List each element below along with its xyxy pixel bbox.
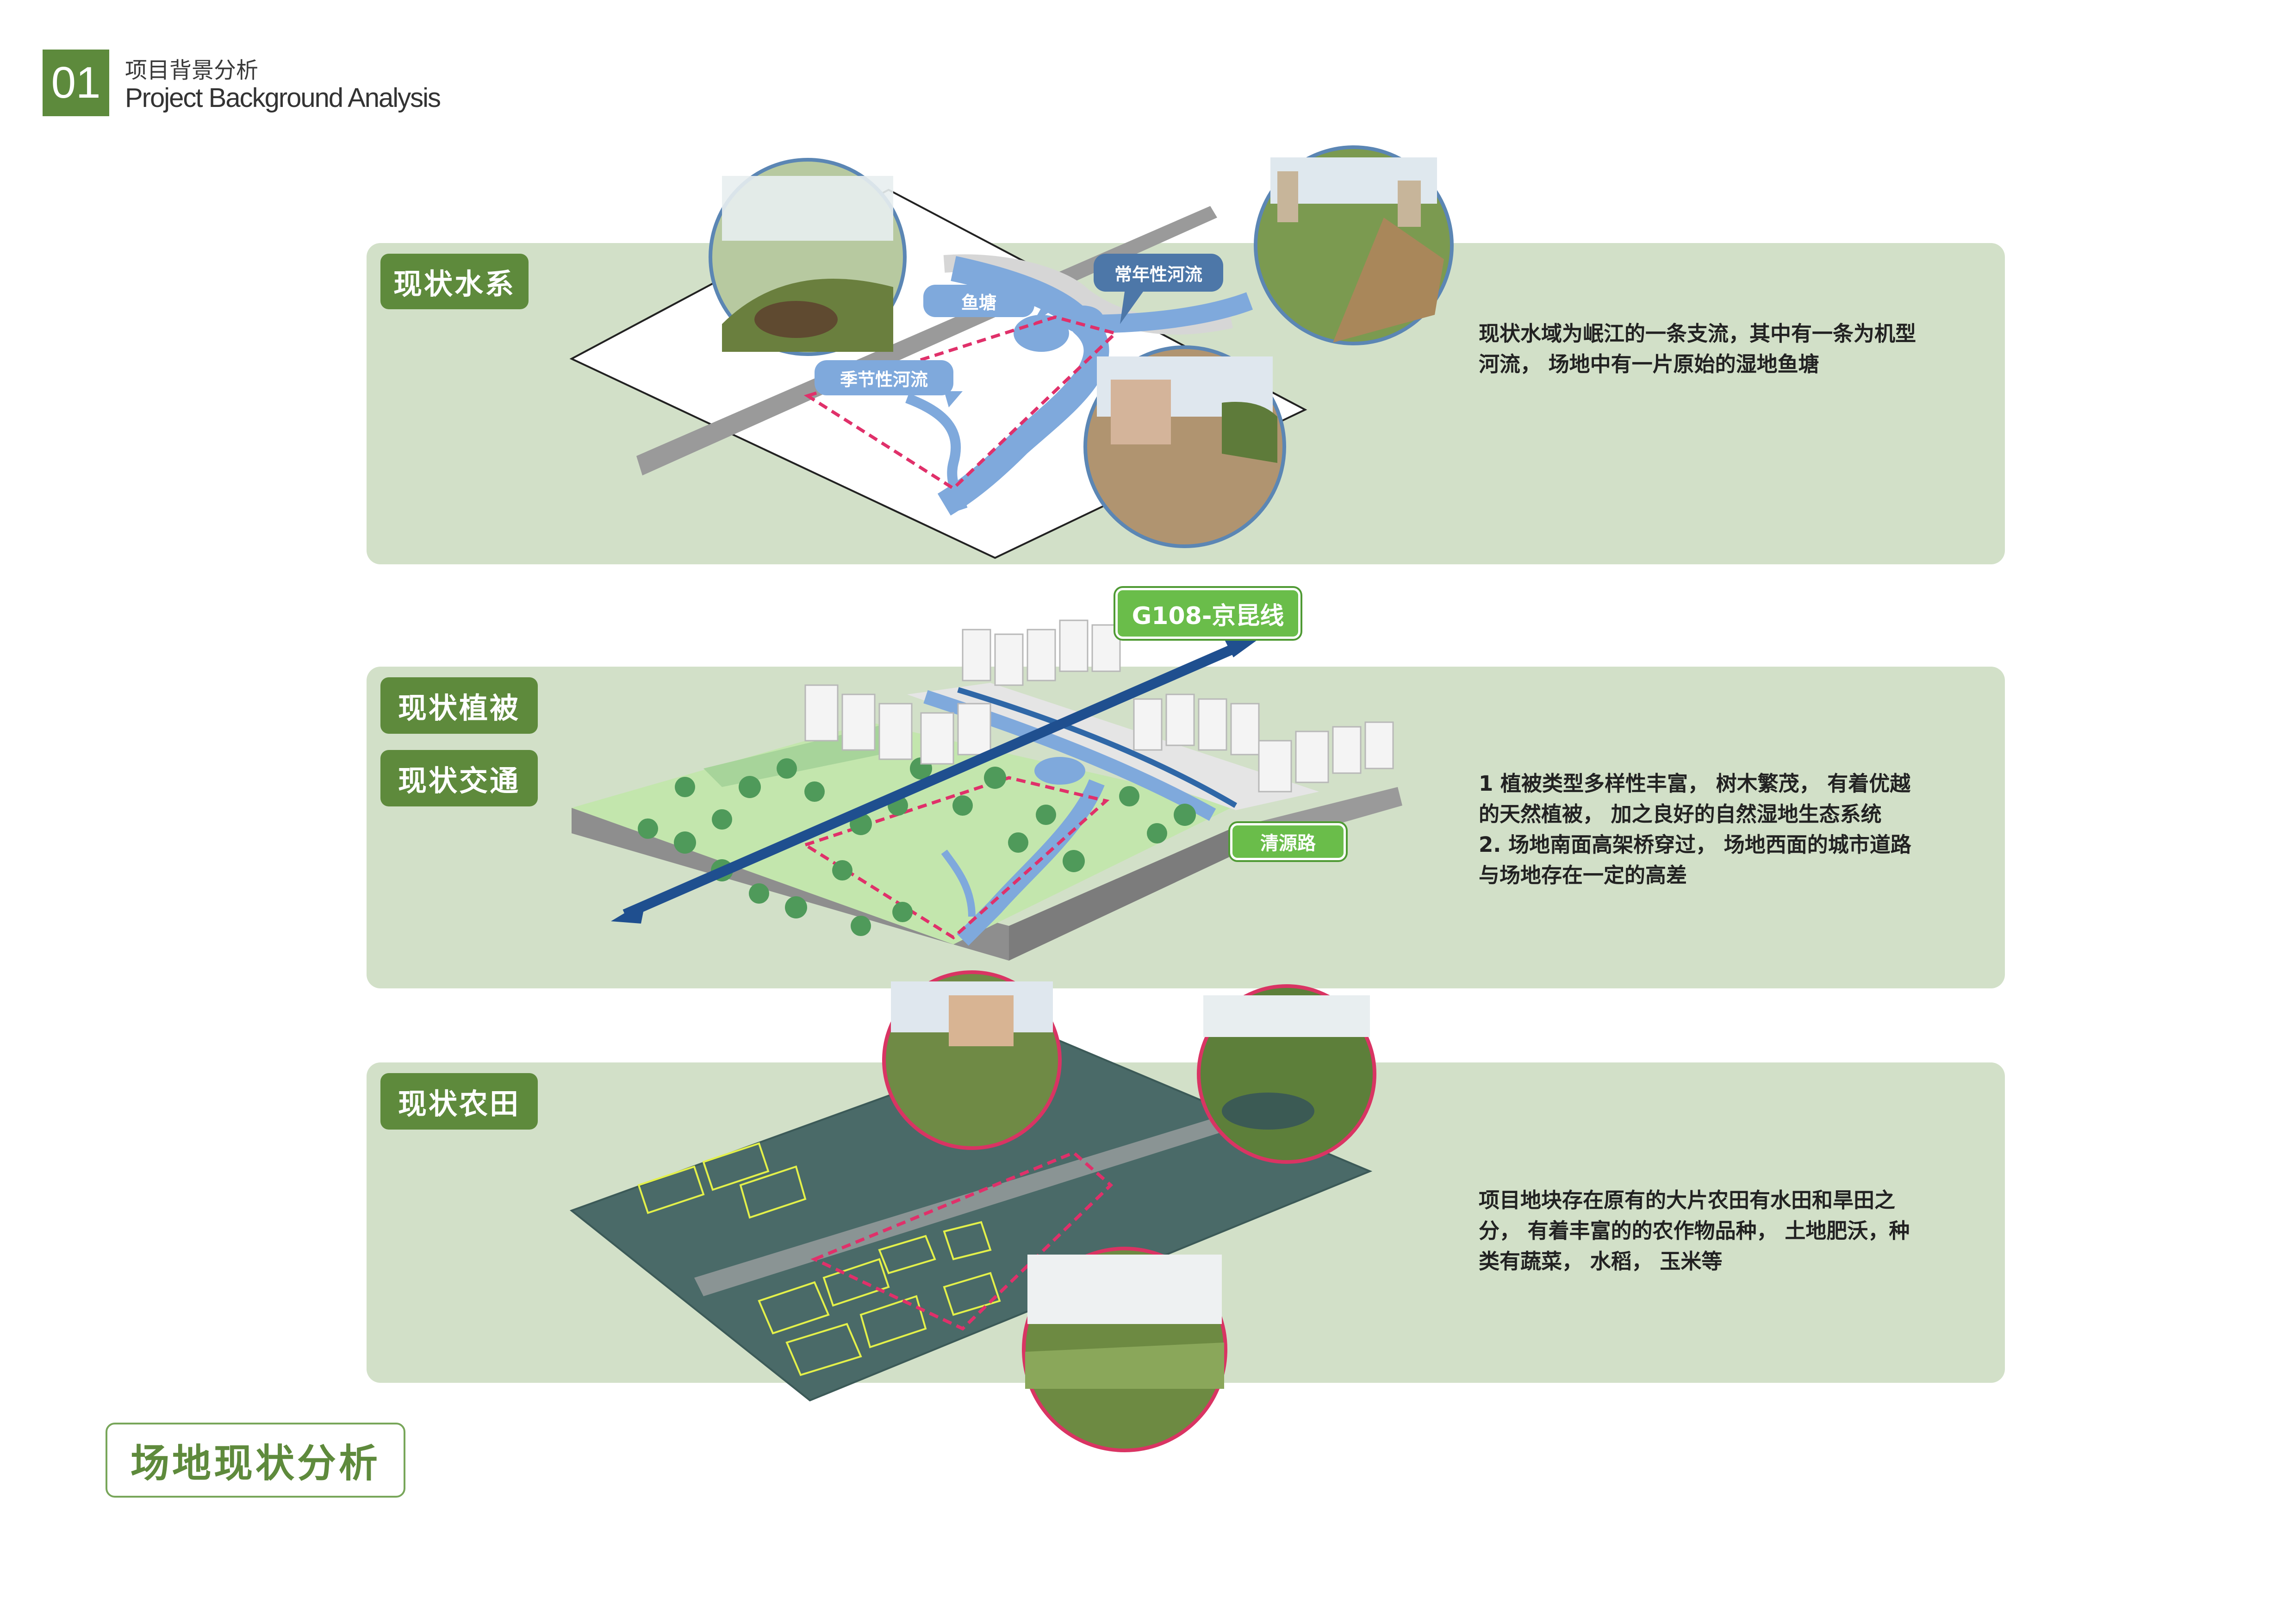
- fish-pond-label: 鱼塘: [923, 285, 1034, 317]
- farm-plots: [637, 1142, 1001, 1376]
- vegetation-description: 1 植被类型多样性丰富， 树木繁茂， 有着优越 的天然植被， 加之良好的自然湿地…: [1479, 771, 1911, 887]
- water-photo-3: [1083, 345, 1286, 548]
- footer-title: 场地现状分析: [106, 1423, 405, 1498]
- highway-line: [622, 641, 1243, 919]
- section-number-badge: 01: [43, 50, 109, 116]
- section-title-cn: 项目背景分析: [125, 57, 259, 83]
- water-photo-2: [1254, 145, 1454, 345]
- farmland-photo-2: [1197, 984, 1376, 1164]
- highway-label: G108-京昆线: [1115, 588, 1300, 639]
- farmland-photo-3: [1022, 1247, 1227, 1452]
- section-title-en: Project Background Analysis: [125, 83, 441, 113]
- farm-site-boundary: [810, 1150, 1114, 1331]
- traffic-tag: 现状交通: [380, 750, 538, 806]
- farmland-photo-1: [882, 970, 1062, 1150]
- water-grey-road: [636, 206, 1217, 475]
- vegetation-tag: 现状植被: [380, 677, 538, 734]
- water-tag: 现状水系: [380, 254, 529, 309]
- seasonal-river: [905, 393, 968, 511]
- farmland-description: 项目地块存在原有的大片农田有水田和旱田之 分， 有着丰富的的农作物品种， 土地肥…: [1479, 1188, 1910, 1274]
- road-label: 清源路: [1230, 823, 1346, 860]
- buildings: [804, 619, 1394, 793]
- seasonal-river-label: 季节性河流: [815, 360, 953, 395]
- perennial-river: [937, 256, 1109, 516]
- water-description: 现状水域为岷江的一条支流，其中有一条为机型 河流， 场地中有一片原始的湿地鱼塘: [1479, 321, 1916, 376]
- fish-pond: [1014, 315, 1069, 352]
- perennial-river-label: 常年性河流: [1094, 254, 1223, 292]
- farmland-tag: 现状农田: [380, 1073, 538, 1130]
- satellite-map: [572, 1037, 1370, 1400]
- water-photo-1: [709, 158, 907, 356]
- river-branch: [1083, 292, 1253, 333]
